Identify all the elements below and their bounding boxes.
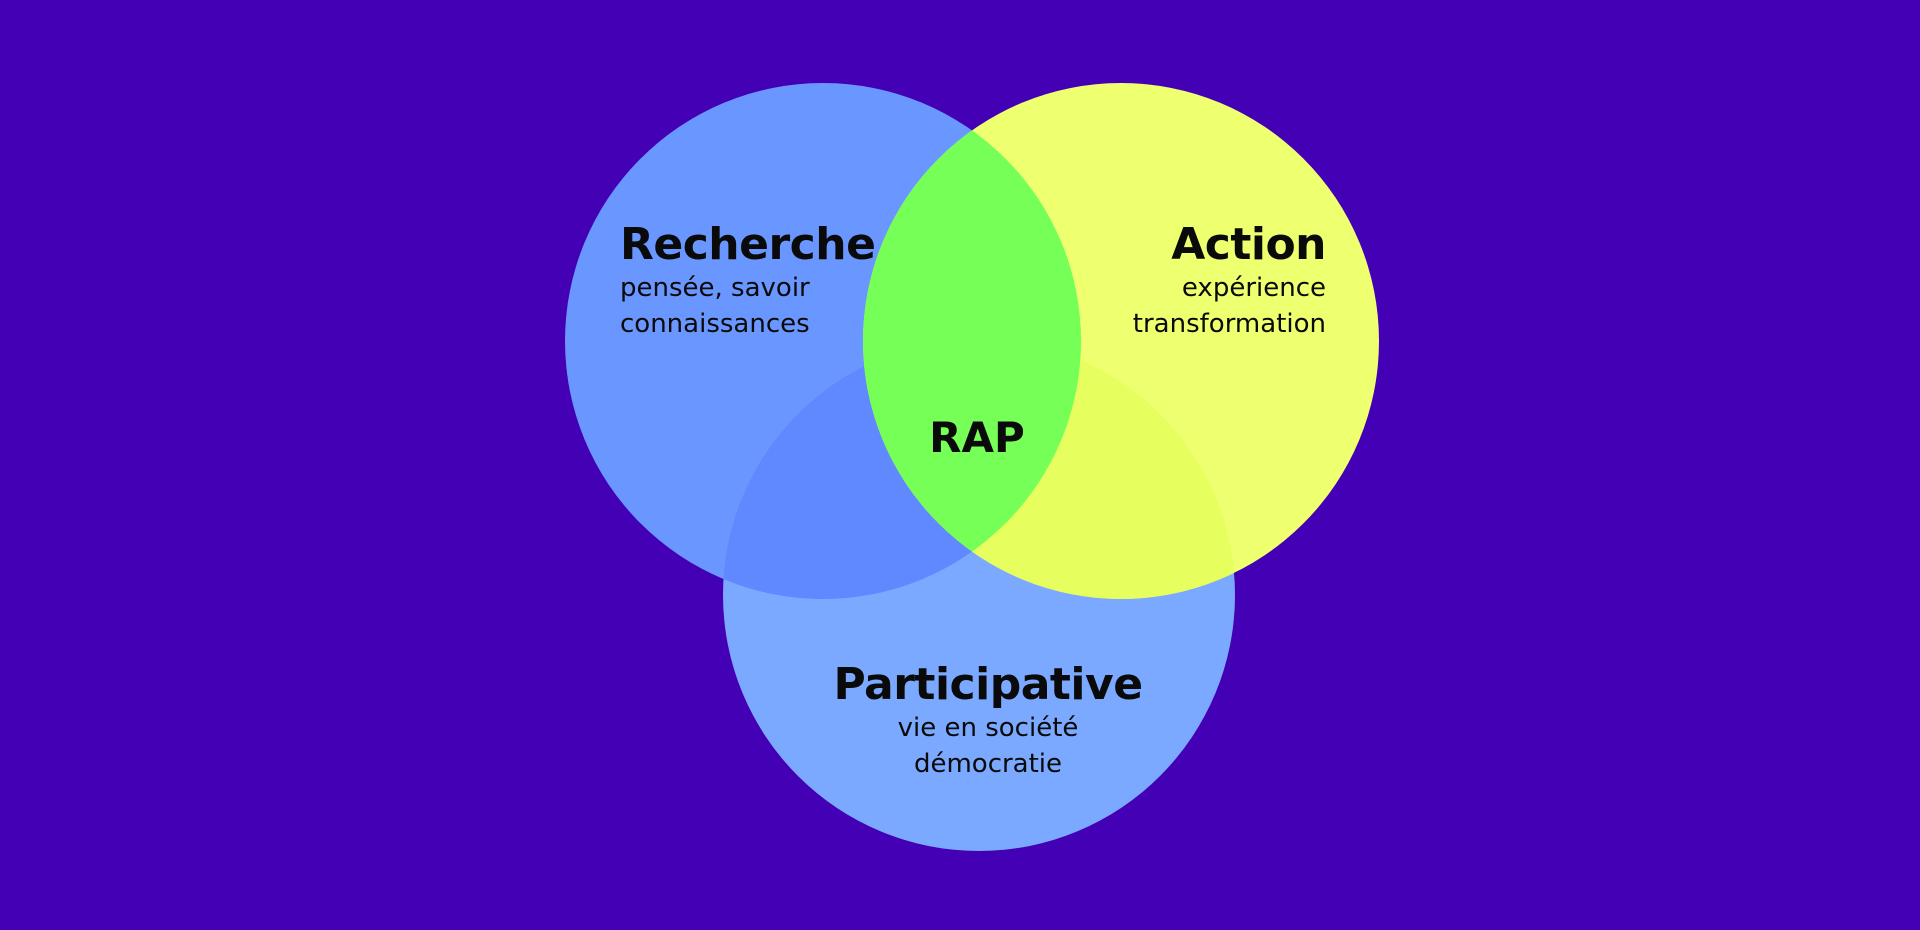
participative-title: Participative <box>833 659 1143 710</box>
participative-label: Participative vie en société démocratie <box>830 660 1146 782</box>
recherche-label: Recherche pensée, savoir connaissances <box>620 219 876 342</box>
action-line-2: transformation <box>1132 309 1326 339</box>
rap-center-label: RAP <box>929 413 1025 462</box>
overlap-recherche-action <box>863 83 1081 599</box>
participative-line-1: vie en société <box>897 713 1079 743</box>
recherche-line-1: pensée, savoir <box>620 273 810 303</box>
recherche-title: Recherche <box>620 219 876 270</box>
participative-line-2: démocratie <box>913 749 1063 779</box>
action-line-1: expérience <box>1181 273 1326 303</box>
action-title: Action <box>1171 219 1326 270</box>
recherche-line-2: connaissances <box>620 309 810 339</box>
action-label: Action expérience transformation <box>1020 219 1327 342</box>
